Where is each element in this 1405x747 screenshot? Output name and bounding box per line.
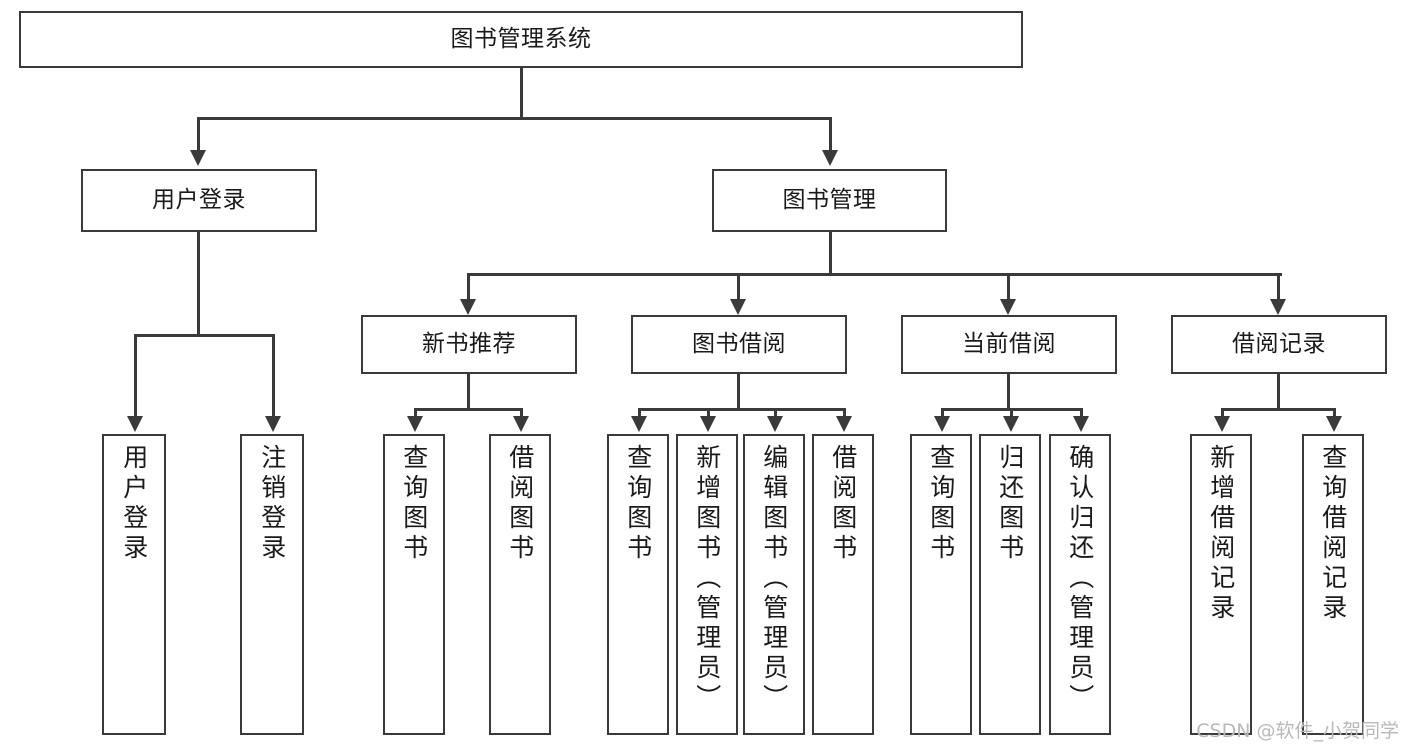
edge-root-to-user-login: [197, 117, 200, 152]
arrow-book-borrow-to-leaf-3: [767, 416, 783, 432]
node-label: 借阅图书: [505, 444, 535, 564]
node-new-book-recommend[interactable]: 新书推荐: [361, 315, 577, 374]
node-root-system[interactable]: 图书管理系统: [19, 11, 1023, 68]
node-book-borrow[interactable]: 图书借阅: [631, 315, 847, 374]
edge-borrow-record-bus: [1221, 408, 1333, 411]
node-label: 编辑图书（管理员）: [759, 444, 789, 714]
watermark-text: CSDN @软件_小贺同学: [1196, 720, 1399, 742]
leaf-edit-book-admin[interactable]: 编辑图书（管理员）: [743, 434, 805, 735]
edge-book-borrow-to-leaf-1: [638, 408, 641, 418]
leaf-query-book-new[interactable]: 查询图书: [383, 434, 445, 735]
node-user-login[interactable]: 用户登录: [81, 169, 317, 232]
edge-user-login-to-leaf-2: [272, 334, 275, 418]
leaf-return-book[interactable]: 归还图书: [979, 434, 1041, 735]
arrow-root-to-user-login: [190, 150, 206, 166]
arrow-book-manage-to-current-borrow: [1000, 299, 1016, 315]
edge-borrow-record-to-leaf-1: [1221, 408, 1224, 418]
node-book-management[interactable]: 图书管理: [712, 169, 947, 232]
arrow-root-to-book-manage: [822, 150, 838, 166]
node-borrow-record[interactable]: 借阅记录: [1171, 315, 1387, 374]
arrow-book-manage-to-borrow-record: [1270, 299, 1286, 315]
node-label: 归还图书: [995, 444, 1025, 564]
node-label: 借阅记录: [1232, 331, 1326, 358]
edge-new-book-stem: [467, 374, 470, 410]
arrow-user-login-to-leaf-2: [265, 416, 281, 432]
edge-book-manage-to-new-book: [467, 273, 470, 301]
leaf-confirm-return-admin[interactable]: 确认归还（管理员）: [1049, 434, 1111, 735]
node-label: 查询图书: [399, 444, 429, 564]
arrow-book-borrow-to-leaf-4: [836, 416, 852, 432]
node-label: 图书借阅: [692, 331, 786, 358]
node-label: 注销登录: [257, 444, 287, 564]
arrow-new-book-to-leaf-1: [407, 416, 423, 432]
arrow-current-borrow-to-leaf-1: [934, 416, 950, 432]
edge-borrow-record-stem: [1277, 374, 1280, 410]
edge-new-book-bus: [414, 408, 520, 411]
leaf-borrow-book[interactable]: 借阅图书: [812, 434, 874, 735]
edge-book-borrow-bus: [638, 408, 843, 411]
arrow-new-book-to-leaf-2: [513, 416, 529, 432]
node-label: 用户登录: [119, 444, 149, 564]
arrow-book-manage-to-new-book: [460, 299, 476, 315]
edge-user-login-stem: [197, 232, 200, 336]
edge-root-bus: [197, 117, 832, 120]
arrow-user-login-to-leaf-1: [127, 416, 143, 432]
edge-book-manage-to-current-borrow: [1007, 273, 1010, 301]
arrow-book-borrow-to-leaf-2: [700, 416, 716, 432]
leaf-borrow-book-new[interactable]: 借阅图书: [489, 434, 551, 735]
leaf-user-login[interactable]: 用户登录: [102, 434, 166, 735]
node-label: 查询图书: [623, 444, 653, 564]
node-label: 查询图书: [926, 444, 956, 564]
arrow-current-borrow-to-leaf-3: [1073, 416, 1089, 432]
edge-new-book-to-leaf-1: [414, 408, 417, 418]
edge-book-manage-stem: [829, 232, 832, 275]
node-label: 当前借阅: [962, 331, 1056, 358]
edge-book-manage-to-book-borrow: [737, 273, 740, 301]
edge-book-borrow-to-leaf-2: [707, 408, 710, 418]
arrow-book-manage-to-book-borrow: [730, 299, 746, 315]
arrow-borrow-record-to-leaf-2: [1326, 416, 1342, 432]
edge-book-borrow-to-leaf-4: [843, 408, 846, 418]
edge-root-to-book-manage: [829, 117, 832, 152]
leaf-logout[interactable]: 注销登录: [240, 434, 304, 735]
node-label: 新书推荐: [422, 331, 516, 358]
edge-current-borrow-stem: [1007, 374, 1010, 410]
arrow-current-borrow-to-leaf-2: [1003, 416, 1019, 432]
node-current-borrow[interactable]: 当前借阅: [901, 315, 1117, 374]
edge-book-borrow-stem: [737, 374, 740, 410]
edge-borrow-record-to-leaf-2: [1333, 408, 1336, 418]
node-label: 查询借阅记录: [1318, 444, 1348, 624]
arrow-borrow-record-to-leaf-1: [1214, 416, 1230, 432]
leaf-add-book-admin[interactable]: 新增图书（管理员）: [676, 434, 738, 735]
node-label: 图书管理: [782, 187, 877, 214]
edge-user-login-bus: [134, 334, 274, 337]
edge-book-borrow-to-leaf-3: [774, 408, 777, 418]
edge-current-borrow-to-leaf-3: [1080, 408, 1083, 418]
node-label: 新增借阅记录: [1206, 444, 1236, 624]
arrow-book-borrow-to-leaf-1: [631, 416, 647, 432]
node-label: 图书管理系统: [450, 26, 592, 53]
leaf-query-book-current[interactable]: 查询图书: [910, 434, 972, 735]
edge-new-book-to-leaf-2: [520, 408, 523, 418]
leaf-add-borrow-record[interactable]: 新增借阅记录: [1190, 434, 1252, 735]
leaf-query-borrow-record[interactable]: 查询借阅记录: [1302, 434, 1364, 735]
node-label: 确认归还（管理员）: [1065, 444, 1095, 714]
edge-current-borrow-to-leaf-2: [1010, 408, 1013, 418]
node-label: 用户登录: [152, 187, 246, 214]
edge-user-login-to-leaf-1: [134, 334, 137, 418]
edge-current-borrow-to-leaf-1: [941, 408, 944, 418]
leaf-query-book-borrow[interactable]: 查询图书: [607, 434, 669, 735]
edge-root-stem: [520, 68, 523, 118]
node-label: 新增图书（管理员）: [692, 444, 722, 714]
node-label: 借阅图书: [828, 444, 858, 564]
edge-book-manage-to-borrow-record: [1277, 273, 1280, 301]
edge-book-manage-bus: [467, 273, 1282, 276]
